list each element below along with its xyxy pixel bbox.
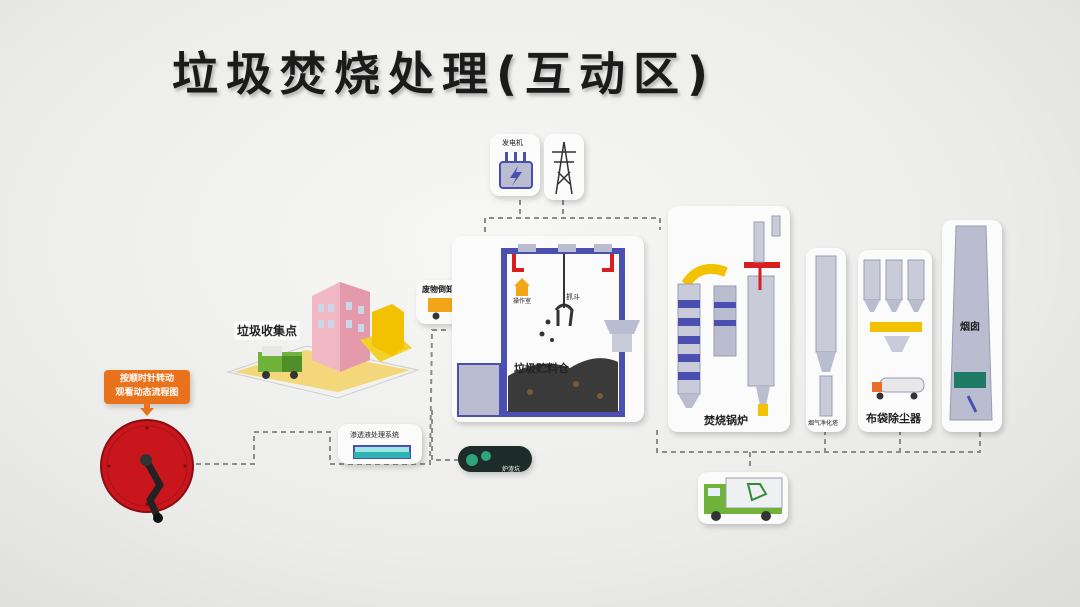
unloading-label: 废物倒卸处: [422, 285, 462, 294]
storage-label: 垃圾贮料仓: [514, 362, 569, 375]
page-title: 垃圾焚烧处理(互动区): [172, 47, 717, 101]
flue-gas-label: 烟气净化塔: [808, 420, 839, 427]
operation-room-label: 操作室: [513, 298, 532, 305]
chimney-label: 烟囱: [960, 322, 980, 333]
instruction-badge: 按顺时针转动 观看动态流程图: [104, 370, 190, 404]
instruction-line-1: 按顺时针转动: [119, 374, 174, 384]
bag-filter-label: 布袋除尘器: [866, 412, 921, 425]
boiler-label: 焚烧锅炉: [704, 414, 748, 427]
leachate-label: 渗透液处理系统: [350, 431, 399, 439]
generator-label: 发电机: [502, 139, 523, 147]
grab-label: 抓斗: [566, 293, 580, 301]
instruction-line-2: 观看动态流程图: [115, 388, 179, 398]
collection-point-label: 垃圾收集点: [234, 321, 301, 340]
slag-label: 炉渣坑: [502, 466, 521, 473]
